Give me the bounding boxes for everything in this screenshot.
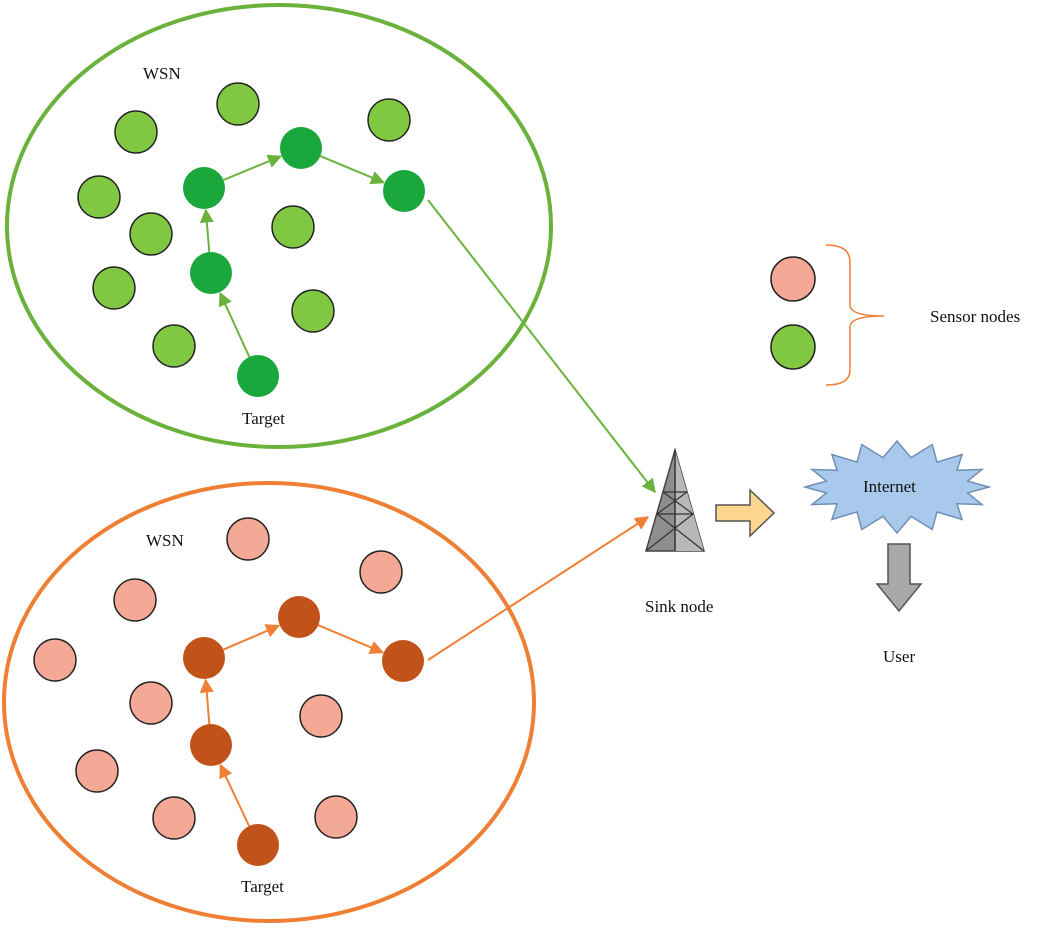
sink-node-label: Sink node [645,597,713,616]
path-sensor-node [183,167,225,209]
top-to-sink-link [427,199,656,494]
internet-label: Internet [863,477,916,496]
routing-arrow [223,154,282,181]
wsn-bottom-routing-path [183,596,424,866]
wsn-top-routing-path [183,127,425,397]
sensor-node [216,82,260,126]
sensor-node [367,98,411,142]
legend-label: Sensor nodes [930,307,1020,326]
wsn-bottom-nodes [33,517,403,840]
path-sensor-node [190,724,232,766]
internet-cloud [802,439,992,535]
wsn-bottom-label: WSN [146,531,184,550]
wsn-bottom-target-label: Target [241,877,284,896]
routing-arrow [218,291,251,358]
routing-arrow [199,208,214,253]
sensor-node [152,796,196,840]
user-label: User [883,647,915,666]
sensor-node [314,795,358,839]
path-sensor-node [237,355,279,397]
legend-node-green [770,324,816,370]
sensor-node [129,681,173,725]
sensor-node [299,694,343,738]
bottom-to-sink-link [427,516,650,661]
legend-brace [825,244,885,386]
sensor-node [33,638,77,682]
path-sensor-node [382,640,424,682]
wsn-top-nodes [77,82,411,368]
wsn-bottom-boundary [2,481,536,923]
sensor-node [152,324,196,368]
path-sensor-node [237,824,279,866]
sensor-node [114,110,158,154]
sensor-node [113,578,157,622]
routing-arrow [317,624,385,654]
routing-arrow [219,763,250,827]
sensor-node [92,266,136,310]
routing-arrow [222,624,281,651]
path-sensor-node [190,252,232,294]
sensor-nodes-legend: Sensor nodes [770,244,1020,386]
wsn-top-cluster: WSN Target [5,3,553,449]
wsn-bottom-cluster: WSN Target [2,481,536,923]
sensor-node [77,175,121,219]
internet-to-user-arrow [875,543,923,613]
sensor-node [226,517,270,561]
sensor-node [129,212,173,256]
path-sensor-node [383,170,425,212]
sensor-node [359,550,403,594]
routing-arrow [199,678,214,725]
path-sensor-node [280,127,322,169]
path-sensor-node [183,637,225,679]
wsn-top-label: WSN [143,64,181,83]
sensor-node [75,749,119,793]
sensor-node [291,289,335,333]
wsn-top-boundary [5,3,553,449]
tower-icon [645,447,705,552]
path-sensor-node [278,596,320,638]
sink-to-internet-arrow [715,488,776,538]
wsn-top-target-label: Target [242,409,285,428]
legend-node-orange [770,256,816,302]
routing-arrow [319,155,385,185]
sensor-node [271,205,315,249]
